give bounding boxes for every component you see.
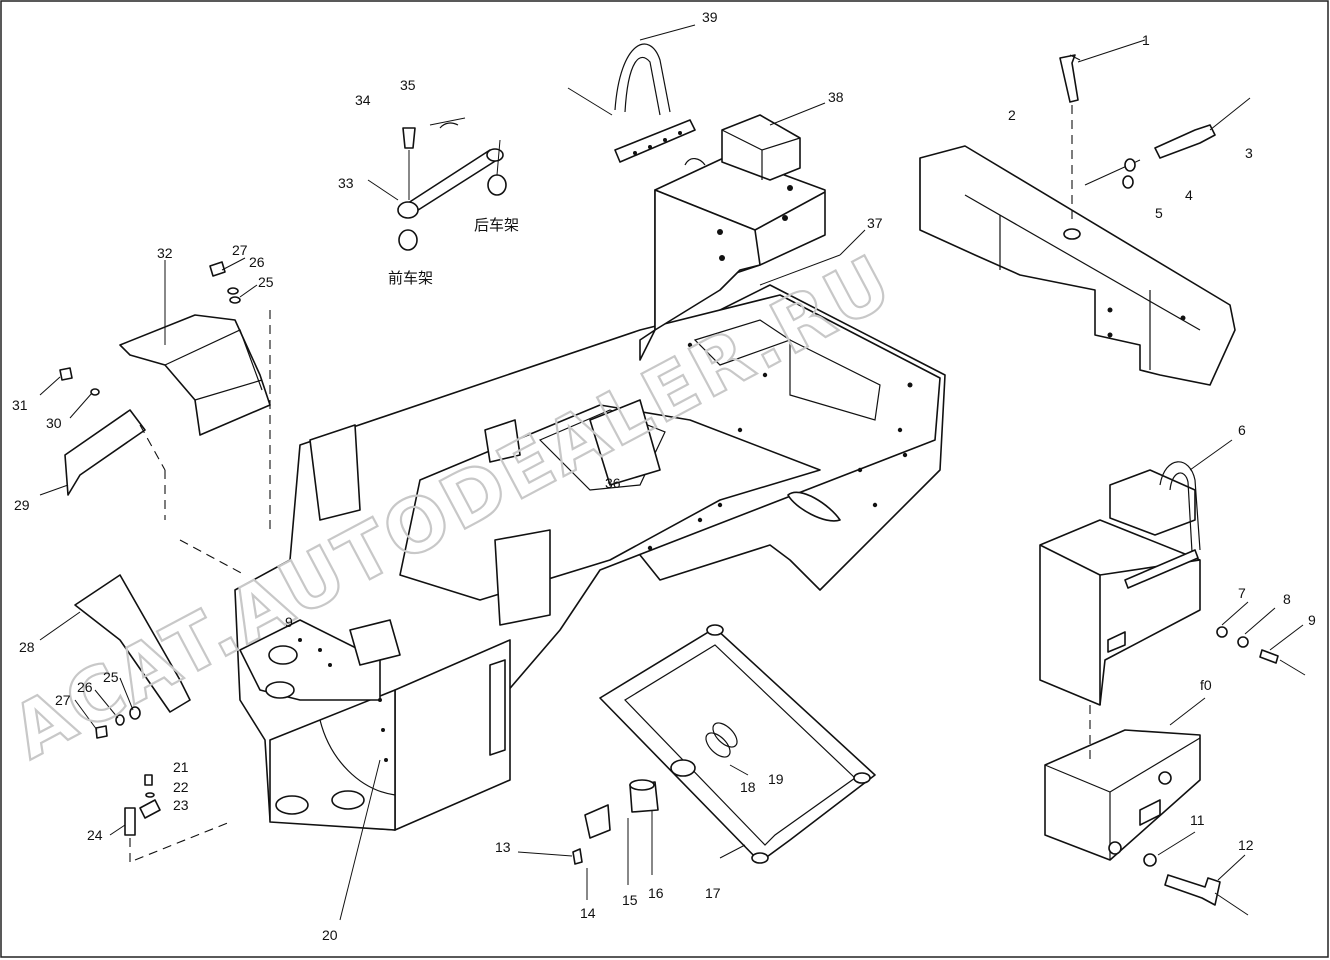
callout-34: 34 — [355, 92, 371, 108]
box-f0 — [1044, 697, 1206, 861]
callout-9: 9 — [1308, 612, 1316, 628]
callout-19: 19 — [768, 771, 784, 787]
callout-f0: f0 — [1200, 677, 1212, 693]
callout-11: 11 — [1190, 812, 1205, 828]
callout-26b: 26 — [77, 679, 93, 695]
cover-29 — [39, 367, 146, 496]
callout-3: 3 — [1245, 145, 1253, 161]
callout-8: 8 — [1283, 591, 1291, 607]
bracket-32 — [119, 257, 271, 436]
callout-29: 29 — [14, 497, 30, 513]
callout-18: 18 — [740, 779, 756, 795]
callout-35: 35 — [400, 77, 416, 93]
callout-38: 38 — [828, 89, 844, 105]
callout-15: 15 — [622, 892, 638, 908]
bolt-1 — [1059, 39, 1146, 225]
callout-5: 5 — [1155, 205, 1163, 221]
bolt-12 — [1143, 831, 1249, 916]
front-frame-label: 前车架 — [388, 269, 433, 287]
callout-37: 37 — [867, 215, 883, 231]
callout-4: 4 — [1185, 187, 1193, 203]
tank-38 — [639, 102, 826, 361]
callout-1: 1 — [1142, 32, 1150, 48]
callout-12: 12 — [1238, 837, 1254, 853]
callout-33: 33 — [338, 175, 354, 191]
callout-26: 26 — [249, 254, 265, 270]
callout-22: 22 — [173, 779, 189, 795]
callout-36: 36 — [605, 475, 621, 491]
callout-6: 6 — [1238, 422, 1246, 438]
callout-39: 39 — [702, 9, 718, 25]
bracket-28 — [39, 574, 191, 713]
callout-16: 16 — [648, 885, 664, 901]
counterweight — [919, 145, 1236, 386]
callout-25: 25 — [258, 274, 274, 290]
callout-25b: 25 — [103, 669, 119, 685]
callout-20: 20 — [322, 927, 338, 943]
callout-17: 17 — [705, 885, 721, 901]
rear-frame-label: 后车架 — [474, 216, 519, 234]
hardware-25-27 — [74, 677, 141, 739]
hardware-7-9 — [1216, 601, 1306, 676]
callout-28: 28 — [19, 639, 35, 655]
handle-39 — [567, 24, 696, 163]
pin-24 — [109, 774, 231, 862]
callout-2: 2 — [1008, 107, 1016, 123]
callout-32: 32 — [157, 245, 173, 261]
callout-31: 31 — [12, 397, 28, 413]
main-frame — [234, 284, 946, 831]
bolt-3 — [1084, 97, 1251, 186]
callout-14: 14 — [580, 905, 596, 921]
floor-plate-17 — [599, 624, 876, 864]
callout-7: 7 — [1238, 585, 1246, 601]
callout-13: 13 — [495, 839, 511, 855]
callout-24: 24 — [87, 827, 103, 843]
tie-rod-33 — [367, 117, 507, 251]
callout-23: 23 — [173, 797, 189, 813]
callout-9b: 9 — [285, 614, 293, 630]
callout-30: 30 — [46, 415, 62, 431]
battery-box-6 — [1039, 439, 1233, 706]
pin-15-16 — [517, 779, 659, 900]
callout-27b: 27 — [55, 692, 71, 708]
callout-27: 27 — [232, 242, 248, 258]
callout-labels: 1 2 3 4 5 6 7 8 9 f0 11 12 13 14 15 16 1… — [12, 9, 1316, 943]
callout-21: 21 — [173, 759, 189, 775]
